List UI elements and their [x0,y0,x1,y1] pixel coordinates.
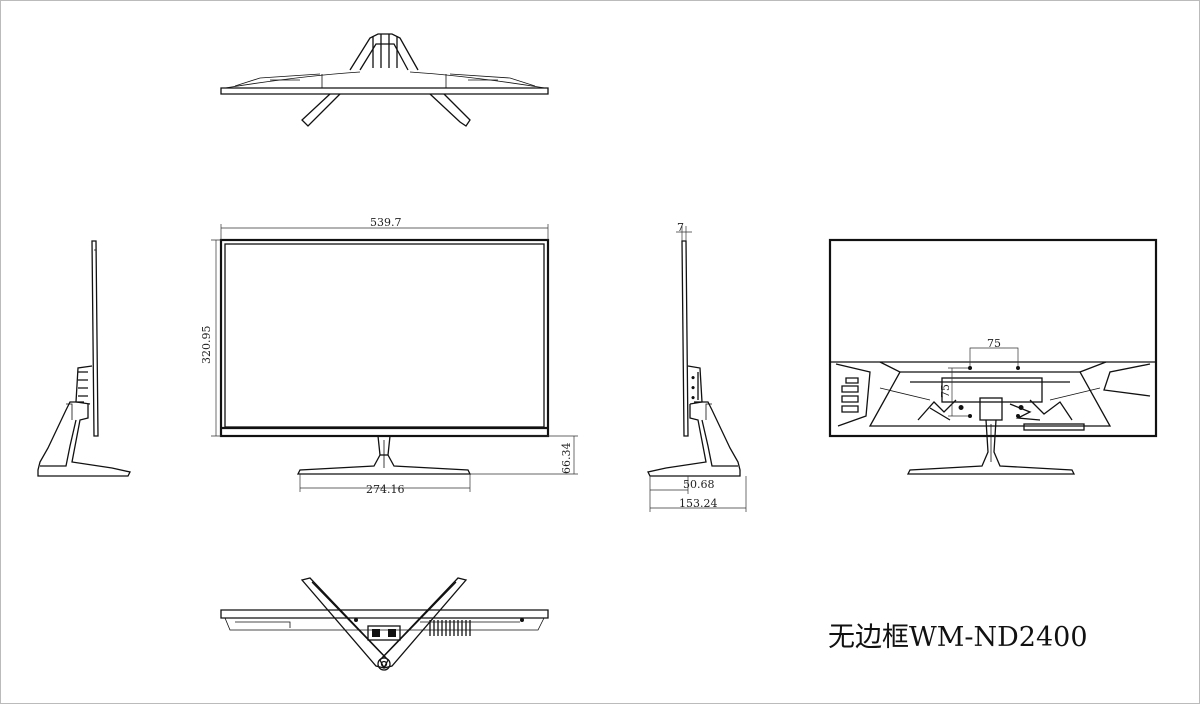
right-side-view [647,240,741,477]
dim-vesa-horizontal: 75 [987,337,1001,350]
side-dimensions: 7 50.68 153.24 [649,221,747,512]
dim-base-depth: 153.24 [679,497,718,510]
dim-neck-depth: 50.68 [683,478,715,491]
dim-base-width: 274.16 [366,483,405,496]
dim-screen-width: 539.7 [370,216,402,229]
model-label: 无边框WM-ND2400 [828,622,1088,653]
vesa-dimensions: 75 75 [939,337,1020,418]
rear-view [828,238,1158,475]
front-view [219,238,550,475]
dim-base-height: 66.34 [560,443,573,475]
dim-screen-height: 320.95 [200,326,213,365]
dim-panel-depth: 7 [677,221,684,234]
left-side-view [37,240,131,477]
top-view [220,33,549,127]
dim-vesa-vertical: 75 [939,384,952,398]
front-dimensions: 539.7 320.95 274.16 66.34 [200,216,578,496]
bottom-view [220,577,549,671]
